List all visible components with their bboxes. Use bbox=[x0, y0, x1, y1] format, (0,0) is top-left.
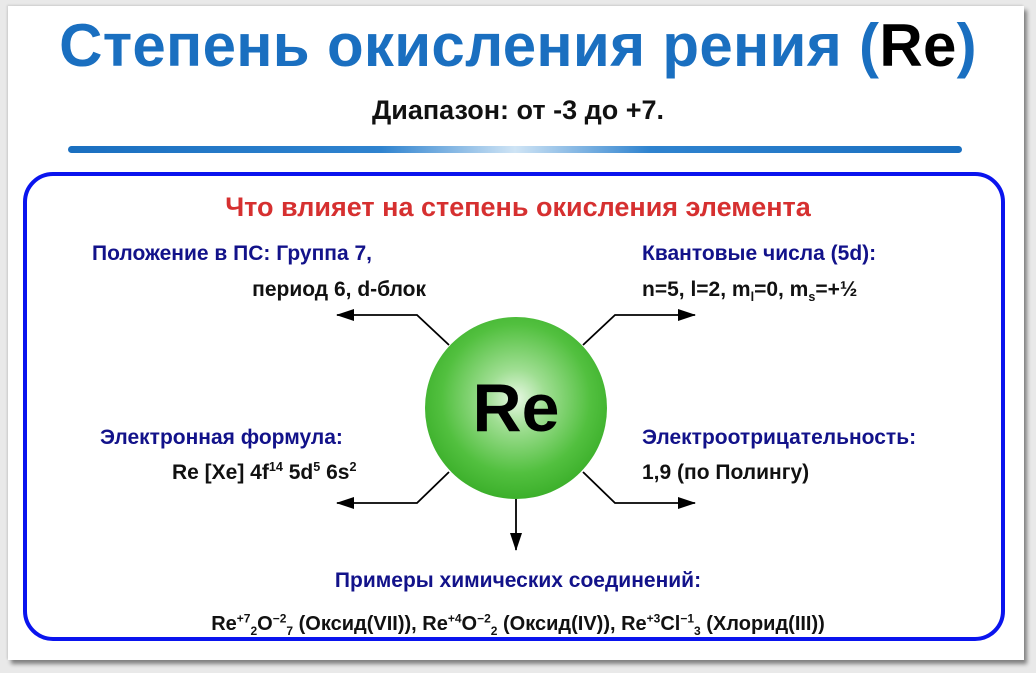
atom-count: 2 bbox=[250, 624, 258, 638]
compound-item: Re+3Cl−13 (Хлорид(III)) bbox=[621, 611, 825, 638]
oxidation-state: +3 bbox=[646, 611, 661, 626]
compounds-title: Примеры химических соединений: bbox=[334, 569, 702, 592]
qn-sub-l: l bbox=[750, 290, 755, 305]
compound-element: O bbox=[461, 613, 478, 635]
atom-count: 2 bbox=[490, 624, 498, 638]
ef-part: 5d bbox=[282, 461, 314, 484]
compounds-list: Re+72O−27 (Оксид(VII)), Re+4O−22 (Оксид(… bbox=[0, 610, 1036, 638]
ef-sup: 5 bbox=[313, 460, 321, 474]
arrow-top-left bbox=[336, 309, 450, 346]
arrow-bottom-left bbox=[336, 471, 450, 509]
title-element-symbol: Re bbox=[879, 12, 957, 79]
compound-item: Re+4O−22 (Оксид(IV)), bbox=[422, 611, 622, 638]
qn-text-3: =+½ bbox=[815, 278, 858, 301]
position-title: Положение в ПС: Группа 7, bbox=[92, 242, 372, 265]
page-title: Степень окисления рения (Re) bbox=[0, 10, 1036, 82]
atom-count: 7 bbox=[286, 624, 294, 638]
electronegativity-value: 1,9 (по Полингу) bbox=[642, 461, 810, 484]
compound-element: Re bbox=[422, 613, 448, 635]
factors-heading: Что влияет на степень окисления элемента bbox=[225, 192, 811, 222]
position-value: период 6, d-блок bbox=[252, 278, 426, 301]
compound-element: Cl bbox=[660, 613, 681, 635]
compound-name: (Оксид(IV)), bbox=[497, 613, 622, 635]
compound-element: Re bbox=[621, 613, 647, 635]
ef-sup: 14 bbox=[268, 460, 283, 474]
oxidation-state: −2 bbox=[477, 611, 491, 626]
atom-count: 3 bbox=[694, 624, 701, 638]
ef-part: 6s bbox=[320, 461, 350, 484]
title-paren-open: ( bbox=[859, 12, 880, 79]
oxidation-state: +7 bbox=[236, 611, 251, 626]
arrow-bottom-right bbox=[582, 471, 696, 509]
oxidation-range: Диапазон: от -3 до +7. bbox=[371, 95, 665, 125]
qn-text-1: n=5, l=2, m bbox=[642, 278, 751, 301]
ef-part: Re [Xe] 4f bbox=[172, 461, 269, 484]
arrow-top-right bbox=[582, 309, 696, 346]
title-paren-close: ) bbox=[956, 12, 977, 79]
element-circle: Re bbox=[425, 317, 607, 499]
quantum-numbers-title: Квантовые числа (5d): bbox=[642, 242, 877, 265]
element-symbol: Re bbox=[472, 370, 560, 446]
qn-sub-s: s bbox=[808, 290, 816, 305]
compound-element: O bbox=[257, 613, 273, 635]
divider-line bbox=[68, 146, 962, 153]
qn-text-2: =0, m bbox=[754, 278, 809, 301]
electron-formula-value: Re [Xe] 4f14 5d5 6s2 bbox=[172, 459, 356, 487]
quantum-numbers-value: n=5, l=2, ml=0, ms=+½ bbox=[642, 276, 857, 304]
title-text: Степень окисления рения bbox=[59, 12, 860, 79]
electronegativity-title: Электроотрицательность: bbox=[642, 426, 917, 449]
compound-name: (Оксид(VII)), bbox=[293, 613, 423, 635]
oxidation-state: −2 bbox=[272, 611, 287, 626]
oxidation-state: −1 bbox=[680, 611, 695, 626]
electron-formula-title: Электронная формула: bbox=[100, 426, 343, 449]
compound-name: (Хлорид(III)) bbox=[700, 613, 825, 635]
factors-box bbox=[23, 172, 1005, 641]
oxidation-state: +4 bbox=[447, 611, 462, 626]
compound-element: Re bbox=[211, 613, 237, 635]
compound-item: Re+72O−27 (Оксид(VII)), bbox=[211, 611, 423, 638]
ef-sup: 2 bbox=[349, 460, 357, 474]
